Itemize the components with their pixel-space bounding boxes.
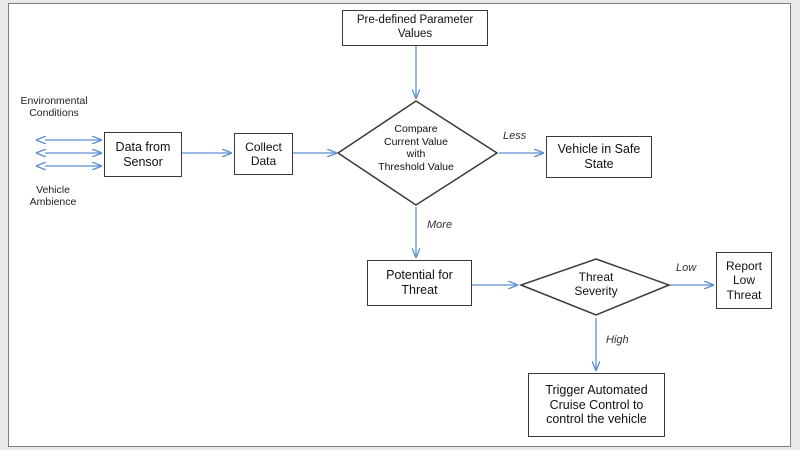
- safe-box: Vehicle in Safe State: [546, 136, 652, 178]
- compare-diamond: [336, 100, 499, 206]
- compare-label: Compare Current Value with Threshold Val…: [378, 123, 454, 173]
- severity-label: Threat Severity: [574, 270, 618, 299]
- report-box: Report Low Threat: [716, 252, 772, 309]
- params-box: Pre-defined Parameter Values: [342, 10, 488, 46]
- severity-diamond: [518, 258, 672, 316]
- collect-box: Collect Data: [234, 133, 293, 175]
- edge-label-less: Less: [503, 130, 527, 142]
- sensor-box: Data from Sensor: [104, 132, 182, 177]
- edge-label-low: Low: [676, 262, 697, 274]
- edge-label-more: More: [427, 219, 453, 231]
- edge-label-high: High: [606, 334, 629, 346]
- vehicle-ambience-label: Vehicle Ambience: [29, 184, 77, 209]
- potential-box: Potential for Threat: [367, 260, 472, 306]
- environmental-conditions-label: Environmental Conditions: [20, 95, 88, 120]
- trigger-box: Trigger Automated Cruise Control to cont…: [528, 373, 665, 437]
